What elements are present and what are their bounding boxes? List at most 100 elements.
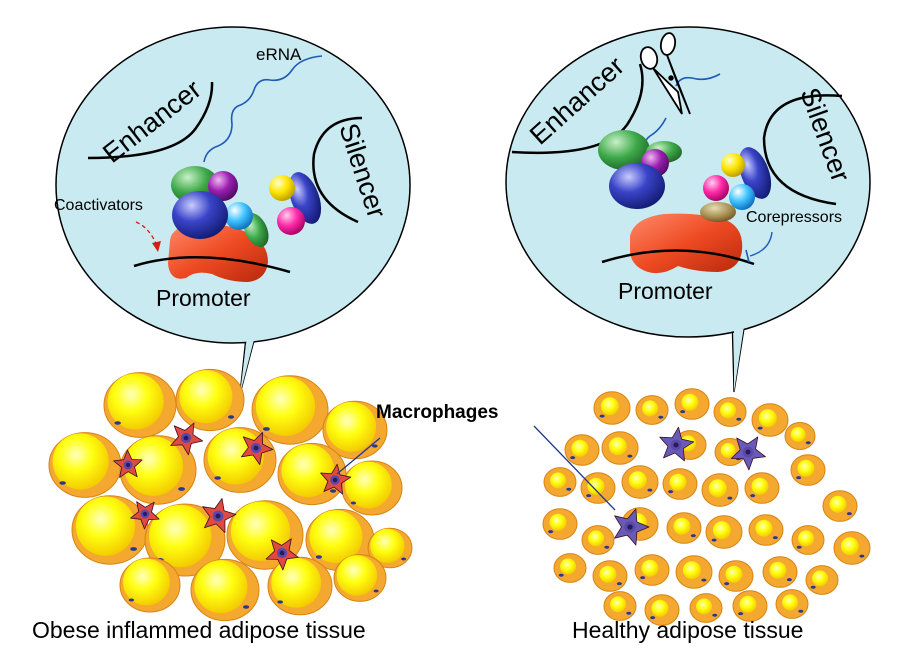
lipid-droplet [599,565,617,583]
lipid-droplet [608,437,627,456]
left-enhancer-dna [87,81,214,160]
adipocyte-nucleus [724,582,730,586]
left-coactivator-complex [171,166,269,247]
adipocyte-nucleus [810,585,816,589]
scissors-icon [639,32,691,115]
macrophage [130,501,160,530]
lipid-droplet [751,477,769,495]
adipocyte [634,554,670,586]
lipid-droplet [194,560,248,614]
adipocyte [674,388,710,420]
adipocyte-nucleus [805,441,811,445]
lipid-droplet [309,510,363,564]
adipocyte-nucleus [243,605,250,609]
lipid-droplet [790,427,806,442]
adipocyte [635,395,669,425]
adipocyte-nucleus [690,534,696,538]
lipid-droplet [571,439,589,457]
adipocyte-nucleus [228,415,235,419]
adipocyte [144,503,226,577]
adipocyte-nucleus [263,427,270,431]
adipocyte-nucleus [604,545,610,549]
right-promoter-dna [601,249,755,266]
left-promoter-dna [133,256,291,274]
macrophage [170,422,204,456]
lipid-droplet [758,409,777,428]
lipid-droplet [798,530,815,547]
adipocyte-nucleus [859,554,865,558]
lipid-droplet [179,370,233,424]
healthy-tissue-caption: Healthy adipose tissue [572,617,803,643]
lipid-droplet [755,519,773,537]
right-coactivator-complex [598,130,682,209]
adipocyte-nucleus [350,501,357,505]
lipid-droplet [720,443,736,458]
adipocyte [267,556,333,616]
lipid-droplet [610,596,627,613]
adipocyte [71,495,149,565]
lipid-droplet [123,436,184,496]
lipid-droplet [708,479,727,498]
macrophage-nucleolus [253,445,259,451]
adipocyte [713,397,747,427]
adipocyte [542,508,578,540]
adipocyte-nucleus [178,487,185,491]
adipocyte [543,467,577,497]
adipocyte-nucleus [647,488,653,492]
adipocyte [705,515,743,549]
adipocyte [341,460,403,516]
adipocyte-nucleus [772,536,778,540]
corepressor-inhibition-bar [745,249,750,263]
adipocyte [791,525,825,555]
right-zoom-bubble [505,26,871,393]
macrophage-nucleolus [627,524,633,530]
adipocyte-nucleus [599,414,605,418]
adipocyte-nucleus [796,545,802,549]
macrophage-nucleolus [183,435,189,441]
macrophage-nucleolus [142,511,148,517]
macrophage [730,436,766,471]
adipocyte [718,560,754,592]
macrophage-nucleolus [332,477,338,483]
adipocyte-nucleus [330,489,337,493]
adipocyte [762,556,798,588]
adipocyte-nucleus [711,538,717,542]
macrophage [265,538,299,571]
left-coactivators-label: Coactivators [54,197,143,214]
adipocyte-nucleus [736,417,742,421]
adipocyte [367,527,413,569]
lipid-droplet [75,496,136,556]
adipocyte [333,554,387,602]
coactivator-arrowhead [152,241,161,252]
lipid-droplet [271,557,322,608]
adipocyte [592,560,628,592]
macrophage [614,508,650,546]
left-erna-label: eRNA [256,45,302,64]
adipocyte [601,431,639,465]
obese-tissue-caption: Obese inflammed adipose tissue [32,617,366,643]
healthy-adipose-tissue [542,388,871,626]
adipocyte-nucleus [586,494,592,498]
adipocyte [775,589,809,619]
macrophage-nucleolus [279,550,285,556]
adipocyte [564,434,600,466]
right-promoter-blob [630,213,743,274]
lipid-droplet [673,517,691,535]
adipocyte [675,555,713,589]
adipocyte-nucleus [558,573,564,577]
lipid-droplet [641,559,659,577]
macrophage-nucleolus [673,442,679,448]
lipid-droplet [725,565,743,583]
adipocyte [805,565,839,595]
adipocyte-nucleus [727,496,733,500]
adipocyte [784,422,816,450]
adipocyte [119,557,181,613]
adipocyte-nucleus [846,512,852,516]
lipid-droplet [255,376,316,436]
lipid-droplet [797,459,815,477]
lipid-droplet [122,558,170,606]
lipid-droplet [682,561,701,580]
adipocyte-nucleus [650,616,656,620]
adipocyte [251,375,329,445]
lipid-droplet [370,528,405,563]
